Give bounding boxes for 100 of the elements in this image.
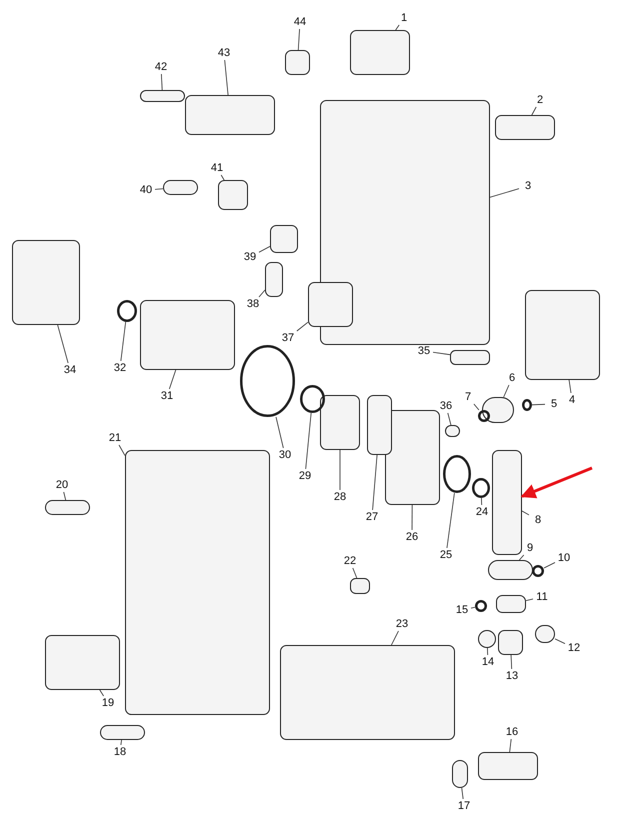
gear-drawing xyxy=(443,455,471,493)
callout-number: 5 xyxy=(545,397,563,411)
leader-line xyxy=(224,60,228,96)
base-plate-drawing xyxy=(280,645,455,740)
leader-line xyxy=(63,492,66,500)
screw-drawing xyxy=(163,180,198,195)
leader-line xyxy=(474,404,480,410)
bolt-drawing xyxy=(452,760,468,788)
leader-line xyxy=(518,554,524,560)
motor-housing-drawing xyxy=(320,100,490,345)
leader-line xyxy=(57,324,68,364)
slider-drawing xyxy=(492,450,522,555)
callout-number: 35 xyxy=(415,344,433,358)
label-plate-drawing xyxy=(45,635,120,690)
leader-line xyxy=(258,290,266,298)
rod-drawing xyxy=(140,90,185,102)
plunger-drawing xyxy=(478,752,538,780)
callout-number: 21 xyxy=(106,431,124,445)
o-ring-drawing xyxy=(522,399,532,411)
leader-line xyxy=(509,738,512,752)
gear-drawing xyxy=(240,345,295,417)
callout-number: 38 xyxy=(244,297,262,311)
brush-holder-drawing xyxy=(308,282,353,327)
callout-number: 28 xyxy=(331,490,349,504)
callout-number: 36 xyxy=(437,399,455,413)
callout-number: 26 xyxy=(403,530,421,544)
bearing-drawing xyxy=(300,385,325,413)
o-ring-drawing xyxy=(532,565,544,577)
leader-line xyxy=(554,638,566,644)
callout-number: 44 xyxy=(291,15,309,29)
o-ring-drawing xyxy=(478,410,490,422)
callout-number: 37 xyxy=(279,331,297,345)
callout-number: 19 xyxy=(99,696,117,710)
callout-number: 39 xyxy=(241,250,259,264)
leader-line xyxy=(160,74,163,90)
leader-line xyxy=(432,352,450,356)
o-ring-drawing xyxy=(475,600,487,612)
callout-number: 42 xyxy=(152,60,170,74)
nut-drawing xyxy=(350,578,370,594)
leader-line xyxy=(154,188,164,190)
callout-number: 12 xyxy=(565,641,583,655)
rod-drawing xyxy=(482,397,514,423)
callout-number: 6 xyxy=(503,371,521,385)
callout-number: 25 xyxy=(437,548,455,562)
callout-number: 27 xyxy=(363,510,381,524)
callout-number: 11 xyxy=(533,590,551,604)
cover-drawing xyxy=(525,290,600,380)
leader-line xyxy=(568,380,572,394)
leader-line xyxy=(526,598,534,602)
leader-line xyxy=(352,568,358,578)
callout-number: 4 xyxy=(563,393,581,407)
bracket-drawing xyxy=(320,395,360,450)
clamp-drawing xyxy=(498,630,523,655)
roller-drawing xyxy=(472,478,490,498)
callout-number: 9 xyxy=(521,541,539,555)
handle-housing-drawing xyxy=(125,450,270,715)
leader-line xyxy=(120,322,126,362)
screw-drawing xyxy=(478,630,496,648)
leader-line xyxy=(395,24,400,30)
callout-number: 18 xyxy=(111,745,129,759)
pointer-arrow xyxy=(520,466,593,498)
switch-drawing xyxy=(350,30,410,75)
leader-line xyxy=(544,562,556,568)
leader-line xyxy=(298,28,300,50)
callout-number: 16 xyxy=(503,725,521,739)
leader-line xyxy=(305,412,312,470)
callout-number: 32 xyxy=(111,361,129,375)
screw-drawing xyxy=(45,500,90,515)
armature-drawing xyxy=(140,300,235,370)
block-drawing xyxy=(496,595,526,613)
plate-drawing xyxy=(385,410,440,505)
callout-number: 2 xyxy=(531,93,549,107)
callout-number: 24 xyxy=(473,505,491,519)
leader-line xyxy=(470,606,476,608)
callout-number: 15 xyxy=(453,603,471,617)
callout-number: 13 xyxy=(503,669,521,683)
screw-drawing xyxy=(535,625,555,643)
callout-number: 17 xyxy=(455,799,473,813)
leader-line xyxy=(412,504,413,530)
label-plate-drawing xyxy=(495,115,555,140)
callout-number: 43 xyxy=(215,46,233,60)
plate-drawing xyxy=(450,350,490,365)
leader-line xyxy=(481,498,482,506)
leader-line xyxy=(120,740,122,746)
callout-number: 31 xyxy=(158,389,176,403)
plate-drawing xyxy=(367,395,392,455)
callout-number: 22 xyxy=(341,554,359,568)
cord-guard-drawing xyxy=(185,95,275,135)
leader-line xyxy=(490,188,520,198)
leader-line xyxy=(118,444,126,456)
field-coil-drawing xyxy=(12,240,80,325)
callout-number: 29 xyxy=(296,469,314,483)
callout-number: 1 xyxy=(395,11,413,25)
carbon-brush-drawing xyxy=(265,262,283,297)
pin-drawing xyxy=(445,425,460,437)
clamp-drawing xyxy=(218,180,248,210)
leader-line xyxy=(168,370,176,390)
leader-line xyxy=(487,648,488,656)
callout-number: 23 xyxy=(393,617,411,631)
callout-number: 3 xyxy=(519,179,537,193)
